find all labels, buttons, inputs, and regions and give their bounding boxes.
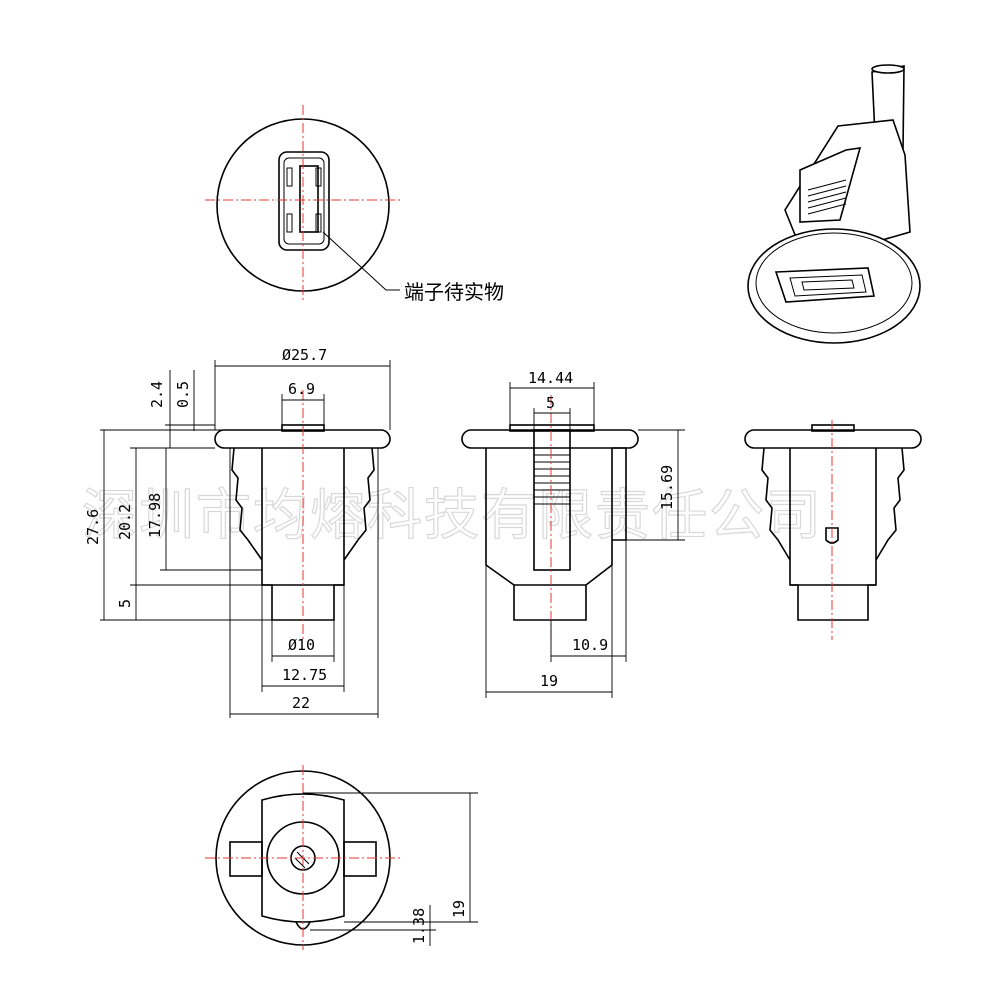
callout-label: 端子待实物 [404, 280, 504, 304]
iso-usb-port-inner [789, 274, 867, 297]
dim-side-offset: 10.9 [572, 636, 608, 654]
iso-usb-tongue [801, 279, 855, 291]
usb-port-outer [278, 151, 330, 251]
iso-clip-ribs [807, 179, 847, 215]
side-flange [461, 429, 639, 449]
dim-clip-height: 17.98 [146, 493, 164, 538]
right-slot-lip [811, 424, 855, 432]
dim-side-depth: 19 [540, 672, 558, 690]
dim-body-height: 20.2 [116, 504, 134, 540]
side-clip [612, 447, 627, 541]
bottom-clip-right [343, 841, 377, 877]
dim-side-slot-inner: 5 [546, 394, 555, 412]
usb-latch-left-bottom [286, 213, 293, 233]
right-view [744, 420, 922, 640]
bottom-clip-left [229, 841, 263, 877]
dim-tail-diameter: Ø10 [288, 636, 315, 654]
side-body [485, 448, 613, 621]
dim-side-body-height: 15.69 [658, 465, 676, 510]
dim-top-diameter: Ø25.7 [282, 346, 327, 364]
dim-tail-height: 5 [116, 599, 134, 608]
side-slot [533, 429, 571, 571]
dim-slot-width: 6.9 [288, 380, 315, 398]
bottom-cable-mark [294, 851, 310, 869]
watermark-text: 深圳市均熔科技有限责任公司 [82, 483, 823, 547]
dim-flange-thickness: 2.4 [148, 381, 166, 408]
side-slot-lip [509, 424, 595, 432]
bottom-view: 19 1.38 [205, 765, 478, 950]
side-view: 14.44 5 15.69 10.9 19 [461, 369, 685, 698]
front-clip-right [343, 447, 375, 561]
dim-total-height: 27.6 [84, 509, 102, 545]
top-view: 端子待实物 [205, 105, 504, 304]
front-clip-left [231, 447, 263, 561]
dim-body-width: 22 [292, 694, 310, 712]
dim-bottom-pin: 1.38 [410, 908, 428, 944]
iso-usb-port [774, 267, 875, 303]
iso-flange-top [755, 232, 913, 334]
dim-side-slot-outer: 14.44 [528, 369, 573, 387]
usb-latch-right-bottom [315, 213, 322, 233]
dim-collar-width: 12.75 [282, 666, 327, 684]
callout-leader [322, 231, 400, 291]
usb-latch-left-top [286, 167, 293, 187]
right-clip-right [875, 447, 905, 561]
isometric-view [747, 64, 921, 344]
usb-latch-right-top [315, 167, 322, 187]
right-key-notch [825, 527, 839, 544]
iso-cable-end [871, 64, 905, 74]
usb-port-inner [283, 157, 325, 245]
bottom-body-outline [261, 793, 345, 923]
dim-lip-thickness: 0.5 [174, 381, 192, 408]
usb-tongue [299, 165, 319, 233]
right-flange [744, 429, 922, 449]
iso-clip [799, 147, 862, 223]
dim-bottom-height: 19 [450, 900, 468, 918]
side-slot-ribs [534, 454, 570, 505]
right-clip-left [761, 447, 791, 561]
front-view: Ø25.7 6.9 2.4 0.5 27.6 20.2 17.98 5 Ø10 … [84, 346, 391, 718]
